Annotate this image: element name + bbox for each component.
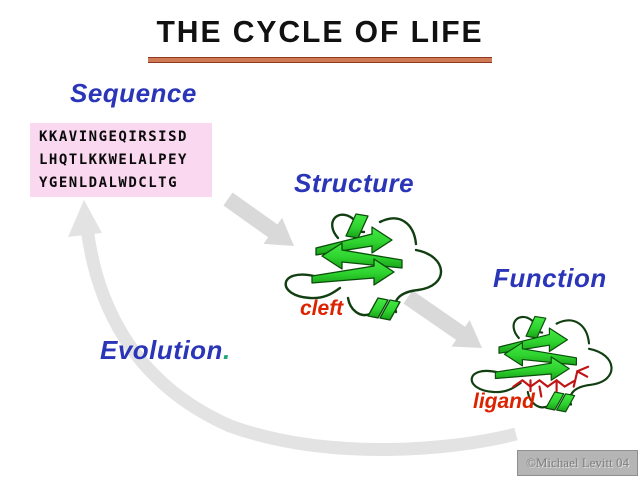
cleft-label: cleft (300, 297, 344, 320)
credit-badge: ©Michael Levitt 04 (517, 450, 638, 476)
sequence-label: Sequence (70, 78, 197, 108)
title-underline (148, 57, 492, 63)
sequence-line-3: YGENLDALWDCLTG (39, 175, 179, 191)
sequence-line-2: LHQTLKKWELALPEY (39, 152, 188, 168)
ligand-label: ligand (473, 390, 535, 413)
page-title: THE CYCLE OF LIFE (156, 14, 484, 49)
credit-text: ©Michael Levitt 04 (525, 455, 630, 470)
structure-label: Structure (294, 168, 415, 198)
evolution-label-text: Evolution (100, 335, 223, 365)
function-label: Function (493, 263, 607, 293)
arrow-structure-to-function-icon (403, 290, 482, 348)
sequence-box: KKAVINGEQIRSISD LHQTLKKWELALPEY YGENLDAL… (30, 123, 212, 197)
ligand-sticks-icon (512, 365, 590, 398)
evolution-period: . (222, 335, 231, 365)
sequence-line-1: KKAVINGEQIRSISD (39, 129, 188, 145)
protein-function-icon (463, 302, 625, 428)
arrow-sequence-to-structure-icon (223, 192, 294, 246)
evolution-label: Evolution. (100, 335, 231, 366)
evolution-arc-arrow (68, 200, 518, 456)
